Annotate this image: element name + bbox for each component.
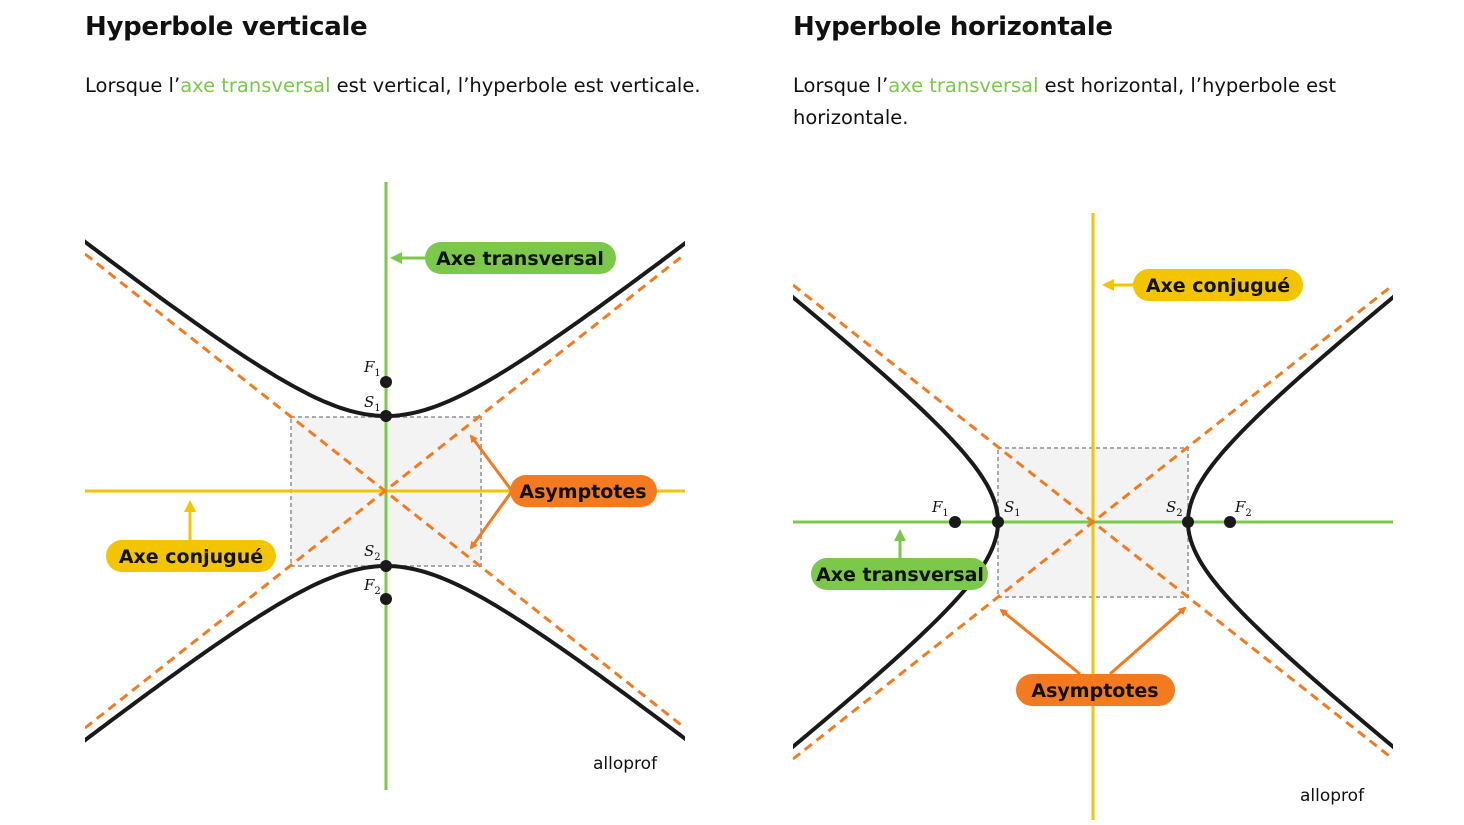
asymptote [793, 283, 1393, 761]
arrow-head [390, 252, 402, 264]
focus-point [380, 593, 392, 605]
conjugate-axis-badge [106, 540, 276, 572]
asymptotes-badge [1016, 674, 1175, 706]
transversal-axis-badge [811, 558, 988, 590]
hyperbola-branch-right [1185, 294, 1393, 750]
vertex-label: S1 [364, 393, 381, 414]
arrow [999, 608, 1081, 676]
focus-label: F1 [363, 358, 381, 379]
transversal-axis-label: Axe transversal [816, 564, 984, 586]
right-title: Hyperbole horizontale [793, 12, 1113, 42]
vertex-point [380, 560, 392, 572]
arrow-head [1102, 279, 1114, 291]
vertex-point [1182, 516, 1194, 528]
horizontal-hyperbola-diagram [793, 213, 1393, 820]
focus-point [1224, 516, 1236, 528]
focus-label: F1 [931, 498, 949, 519]
conjugate-axis-label: Axe conjugué [119, 546, 263, 568]
transversal-axis-label: Axe transversal [436, 248, 604, 270]
asymptote [85, 252, 685, 730]
hyperbola-branch-left [793, 294, 1001, 750]
highlight-link[interactable]: axe transversal [888, 74, 1039, 97]
highlight-link[interactable]: axe transversal [180, 74, 331, 97]
arrow-head [894, 529, 906, 541]
text: est vertical, l’hyperbole est verticale. [330, 74, 701, 97]
arrow-head [184, 500, 196, 512]
alloprof-logo: alloprof [1300, 786, 1365, 806]
focus-point [380, 376, 392, 388]
transversal-axis-badge [425, 242, 616, 274]
vertex-label: S2 [1166, 498, 1183, 519]
focus-label: F2 [1234, 498, 1252, 519]
arrow [1109, 606, 1187, 676]
vertex-point [380, 410, 392, 422]
conjugate-axis-label: Axe conjugué [1146, 275, 1290, 297]
asymptotes-badge [510, 475, 657, 507]
vertex-point [992, 516, 1004, 528]
right-description: Lorsque l’axe transversal est horizontal… [793, 70, 1393, 134]
focus-label: F2 [363, 576, 381, 597]
asymptotes-label: Asymptotes [519, 481, 646, 503]
text: Lorsque l’ [85, 74, 181, 97]
vertex-label: S2 [364, 542, 381, 563]
text: Lorsque l’ [793, 74, 889, 97]
arrow [469, 490, 514, 550]
asymptotes-label: Asymptotes [1031, 680, 1158, 702]
alloprof-logo: alloprof [593, 754, 658, 774]
focus-point [949, 516, 961, 528]
conjugate-axis-badge [1133, 269, 1303, 301]
vertex-label: S1 [1004, 498, 1021, 519]
left-title: Hyperbole verticale [85, 12, 368, 42]
left-description: Lorsque l’axe transversal est vertical, … [85, 70, 765, 102]
arrow [469, 434, 514, 492]
text: est horizontal, l’hyperbole est horizont… [793, 74, 1336, 129]
